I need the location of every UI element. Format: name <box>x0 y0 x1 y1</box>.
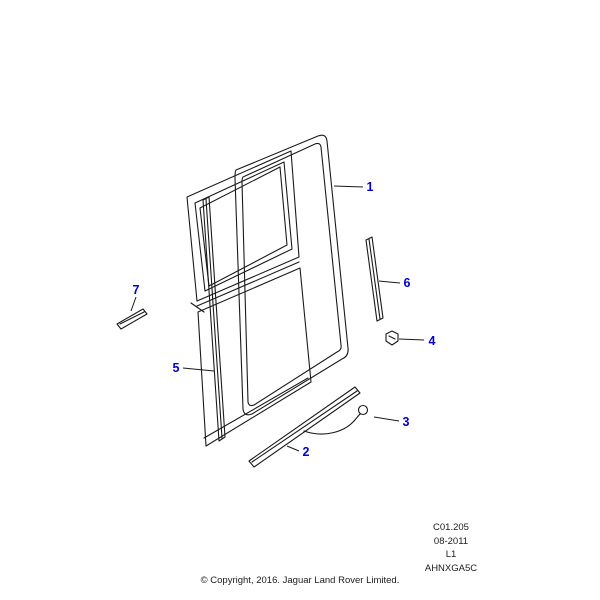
callout-7-leader <box>130 296 137 312</box>
part-7-small-strip <box>116 308 148 330</box>
part-3-stud-stem <box>353 413 361 422</box>
callout-5-leader <box>182 367 215 372</box>
callout-4-leader <box>398 338 425 341</box>
part-6-rear-strip <box>365 236 384 322</box>
callout-2-label[interactable]: 2 <box>303 445 310 459</box>
callout-labels: 1 2 3 4 5 6 7 <box>133 180 436 459</box>
door-window-frame <box>194 161 293 292</box>
part-5-front-seal-strip <box>202 196 226 442</box>
door-panel-outline <box>186 150 312 447</box>
part-4-clip <box>385 330 399 346</box>
part-3-cable-curve <box>303 420 355 435</box>
ref-figure-number: C01.205 <box>433 522 469 533</box>
callout-1-label[interactable]: 1 <box>367 180 374 194</box>
ref-code: AHNXGA5C <box>425 563 477 574</box>
ref-sheet: L1 <box>446 549 457 560</box>
callout-leaders <box>130 185 425 452</box>
part-3-stud-head <box>357 404 369 416</box>
callout-7-label[interactable]: 7 <box>133 283 140 297</box>
callout-3-leader <box>373 416 400 422</box>
reference-block: C01.205 08-2011 L1 AHNXGA5C <box>425 522 477 574</box>
door-assembly-drawing <box>116 134 399 468</box>
copyright-notice: © Copyright, 2016. Jaguar Land Rover Lim… <box>201 575 400 586</box>
callout-6-leader <box>378 280 401 284</box>
callout-4-label[interactable]: 4 <box>429 334 436 348</box>
part-1-door-seal-loop <box>234 134 349 416</box>
callout-1-leader <box>333 185 364 188</box>
callout-2-leader <box>286 445 300 452</box>
callout-6-label[interactable]: 6 <box>404 276 411 290</box>
callout-5-label[interactable]: 5 <box>173 361 180 375</box>
part-2-lower-strip <box>248 386 361 468</box>
callout-3-label[interactable]: 3 <box>403 415 410 429</box>
ref-date: 08-2011 <box>434 536 468 547</box>
